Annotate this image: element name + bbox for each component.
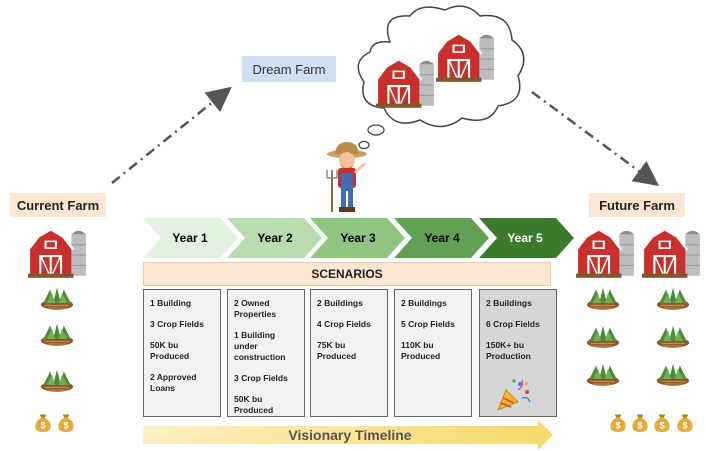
crop-field-icon bbox=[40, 284, 74, 310]
scenario-line: 2 Buildings bbox=[317, 298, 363, 308]
arrow-to-future bbox=[531, 90, 660, 186]
dream-farm-label: Dream Farm bbox=[242, 56, 336, 82]
scenario-line: 3 Crop Fields bbox=[150, 319, 204, 329]
crop-field-icon bbox=[40, 366, 74, 392]
scenario-line: 75K bu Produced bbox=[317, 340, 357, 361]
crop-field-icon bbox=[656, 322, 690, 348]
scenario-box-year-2: 2 Owned Properties 1 Building under const… bbox=[227, 289, 305, 417]
scenario-line: 50K bu Produced bbox=[150, 340, 190, 361]
money-bag-icon bbox=[652, 411, 672, 433]
crop-field-icon bbox=[586, 360, 620, 386]
scenario-line: 4 Crop Fields bbox=[317, 319, 371, 329]
year-1-chevron bbox=[143, 218, 238, 258]
year-4-label: Year 4 bbox=[424, 231, 460, 245]
year-5-chevron bbox=[479, 218, 574, 258]
scenario-line: 50K bu Produced bbox=[234, 394, 274, 415]
year-1-label: Year 1 bbox=[172, 231, 208, 245]
scenario-line: 1 Building bbox=[150, 298, 192, 308]
barn-icon bbox=[576, 228, 638, 278]
crop-field-icon bbox=[40, 320, 74, 346]
farmer-icon bbox=[326, 142, 367, 212]
money-bag-icon bbox=[608, 411, 628, 433]
year-5-label: Year 5 bbox=[507, 231, 543, 245]
scenario-line: 1 Building under construction bbox=[234, 330, 286, 362]
scenario-box-year-5: 2 Buildings 6 Crop Fields 150K+ bu Product… bbox=[479, 289, 557, 417]
crop-field-icon bbox=[656, 360, 690, 386]
scenario-line: 2 Owned Properties bbox=[234, 298, 277, 319]
scenario-box-year-3: 2 Buildings 4 Crop Fields 75K bu Produced bbox=[310, 289, 388, 417]
year-4-chevron bbox=[394, 218, 489, 258]
scenario-line: 6 Crop Fields bbox=[486, 319, 540, 329]
crop-field-icon bbox=[656, 284, 690, 310]
money-bag-icon bbox=[630, 411, 650, 433]
money-bag-icon bbox=[675, 411, 695, 433]
scenarios-header: SCENARIOS bbox=[143, 262, 551, 286]
scenario-line: 3 Crop Fields bbox=[234, 373, 288, 383]
scenario-line: 2 Buildings bbox=[486, 298, 532, 308]
crop-field-icon bbox=[586, 322, 620, 348]
year-3-chevron bbox=[310, 218, 405, 258]
scenario-box-year-4: 2 Buildings 5 Crop Fields 110K bu Produced bbox=[394, 289, 472, 417]
future-farm-label: Future Farm bbox=[589, 193, 685, 217]
current-farm-label: Current Farm bbox=[10, 193, 106, 217]
scenario-box-year-1: 1 Building 3 Crop Fields 50K bu Produced 2 … bbox=[143, 289, 221, 417]
year-2-label: Year 2 bbox=[257, 231, 293, 245]
money-bag-icon bbox=[33, 411, 53, 433]
barn-icon bbox=[642, 228, 704, 278]
year-2-chevron bbox=[227, 218, 322, 258]
barn-icon bbox=[28, 228, 90, 278]
crop-field-icon bbox=[586, 284, 620, 310]
visionary-timeline-label: Visionary Timeline bbox=[288, 427, 412, 443]
party-popper-icon bbox=[497, 379, 531, 411]
scenario-line: 2 Buildings bbox=[401, 298, 447, 308]
scenario-line: 2 Approved Loans bbox=[150, 372, 197, 393]
scenario-line: 150K+ bu Production bbox=[486, 340, 531, 361]
money-bag-icon bbox=[56, 411, 76, 433]
scenario-line: 5 Crop Fields bbox=[401, 319, 455, 329]
year-3-label: Year 3 bbox=[340, 231, 376, 245]
scenario-line: 110K bu Produced bbox=[401, 340, 441, 361]
